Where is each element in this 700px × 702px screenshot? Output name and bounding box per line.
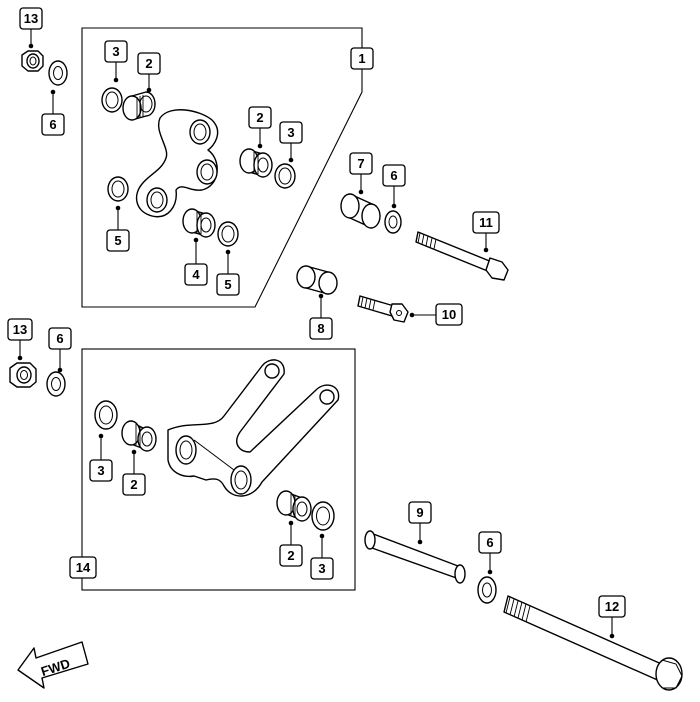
svg-text:2: 2 <box>287 548 294 563</box>
seal-part <box>94 400 118 430</box>
needle-bearing-part <box>276 490 312 522</box>
seal-part <box>217 221 239 247</box>
seal-part <box>107 176 129 202</box>
seal-part <box>311 501 335 531</box>
needle-bearing-part <box>122 91 156 121</box>
callout: 6 <box>478 531 502 575</box>
sleeve-part <box>364 530 466 584</box>
callout: 4 <box>184 237 208 286</box>
svg-text:9: 9 <box>416 505 423 520</box>
seal-part <box>101 87 123 113</box>
pushrod-linkage-part <box>167 359 340 497</box>
svg-text:10: 10 <box>442 307 456 322</box>
svg-text:12: 12 <box>605 599 619 614</box>
callout: 6 <box>41 89 65 136</box>
frame-linkage-assembly-1 <box>81 27 363 308</box>
svg-text:7: 7 <box>357 156 364 171</box>
svg-text:3: 3 <box>112 44 119 59</box>
callout: 12 <box>598 595 626 639</box>
collar-part <box>340 193 381 229</box>
svg-text:3: 3 <box>318 561 325 576</box>
callout: 13 <box>7 318 33 361</box>
axle-bolt-part <box>503 595 683 691</box>
svg-text:6: 6 <box>49 117 56 132</box>
washer-part <box>48 60 68 86</box>
svg-text:6: 6 <box>486 535 493 550</box>
callout: 6 <box>48 327 72 373</box>
svg-text:3: 3 <box>287 125 294 140</box>
svg-text:1: 1 <box>358 51 365 66</box>
svg-text:4: 4 <box>192 267 200 282</box>
callout: 2 <box>279 520 303 567</box>
svg-text:13: 13 <box>13 322 27 337</box>
forward-direction-arrow: FWD <box>17 641 89 689</box>
svg-text:2: 2 <box>145 56 152 71</box>
callout: 11 <box>472 211 500 253</box>
callout: 6 <box>382 164 406 209</box>
callout: 14 <box>69 556 97 579</box>
svg-text:8: 8 <box>317 321 324 336</box>
flange-nut-part <box>9 362 37 388</box>
needle-bearing-part <box>182 208 216 238</box>
needle-bearing-part <box>239 148 273 178</box>
svg-text:5: 5 <box>224 277 231 292</box>
callout: 2 <box>122 449 146 496</box>
callout: 5 <box>216 249 240 296</box>
collar-part <box>296 265 338 295</box>
svg-text:11: 11 <box>479 215 493 230</box>
bolt-part <box>415 231 509 281</box>
callout: 3 <box>279 121 303 163</box>
seal-part <box>274 163 296 189</box>
svg-text:13: 13 <box>24 11 38 26</box>
svg-text:14: 14 <box>76 560 91 575</box>
callout: 3 <box>310 533 334 580</box>
svg-text:2: 2 <box>130 477 137 492</box>
svg-text:6: 6 <box>56 331 63 346</box>
washer-part <box>384 210 402 234</box>
callout: 1 <box>350 47 374 70</box>
callout: 5 <box>106 205 130 252</box>
needle-bearing-part <box>121 420 157 452</box>
frame-pushrod-assembly-14 <box>81 348 356 591</box>
washer-part <box>46 371 66 397</box>
svg-text:3: 3 <box>97 463 104 478</box>
svg-text:5: 5 <box>114 233 121 248</box>
callout: 2 <box>137 52 161 93</box>
callout: 10 <box>409 303 463 326</box>
callout: 7 <box>349 152 373 195</box>
bolt-part <box>357 295 409 323</box>
svg-text:6: 6 <box>390 168 397 183</box>
callout: 3 <box>104 40 128 83</box>
callout: 9 <box>408 501 432 545</box>
linkage-arm-part <box>135 109 219 218</box>
callout: 2 <box>248 106 272 149</box>
svg-text:2: 2 <box>256 110 263 125</box>
callout: 13 <box>19 7 43 49</box>
flange-nut-part <box>21 50 44 72</box>
callout: 3 <box>89 433 113 482</box>
callout: 8 <box>309 293 333 340</box>
washer-part <box>477 576 497 604</box>
